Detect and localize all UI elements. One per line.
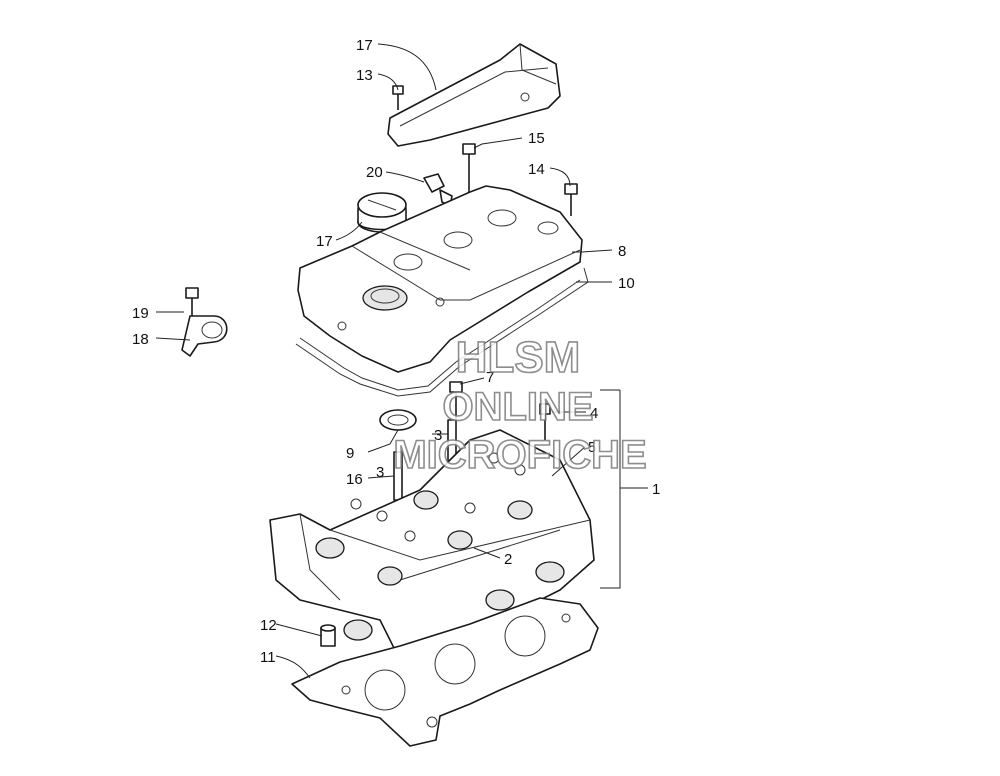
part-6-bolt (449, 381, 463, 420)
part-8-dowel-sleeve (320, 624, 336, 647)
watermark-line-2: ONLINE (442, 385, 593, 429)
part-18-clamp (181, 315, 228, 357)
callout-14: 15 (528, 130, 545, 147)
callout-7: 11 (260, 649, 276, 666)
callout-18: 18 (132, 331, 149, 348)
part-14-bolt (462, 143, 476, 196)
part-7-head-gasket (291, 597, 599, 747)
callout-13: 14 (528, 161, 545, 178)
callout-11: 10 (618, 275, 635, 292)
callout-6: 7 (486, 369, 494, 386)
callout-19: 19 (132, 305, 149, 322)
part-10-seal (379, 409, 417, 431)
leader-lines (155, 43, 648, 679)
callout-15: 16 (346, 471, 363, 488)
callout-9: 8 (618, 243, 626, 260)
callout-3a: 3 (434, 427, 442, 444)
part-19-bolt (185, 287, 199, 316)
callout-3b: 3 (376, 464, 384, 481)
callout-5: 5 (588, 439, 596, 456)
callout-4: 4 (590, 405, 598, 422)
watermark-line-1: HLSM (456, 333, 581, 382)
callout-1: 1 (652, 481, 660, 498)
watermark: HLSM ONLINE MICROFICHE (393, 332, 648, 478)
callout-12: 13 (356, 67, 373, 84)
callout-16: 17 (316, 233, 333, 250)
callout-17: 17 (356, 37, 373, 54)
part-17-cover-trim (387, 43, 561, 147)
part-11-cover-gasket (295, 267, 589, 397)
callout-8: 12 (260, 617, 277, 634)
callout-2: 2 (504, 551, 512, 568)
part-13-bolt (564, 183, 578, 216)
callout-10: 9 (346, 445, 354, 462)
part-9-valve-cover (297, 185, 583, 373)
watermark-line-3: MICROFICHE (393, 433, 646, 477)
part-4-bolt (539, 403, 551, 440)
callout-20: 20 (366, 164, 383, 181)
callout-labels: 17 13 15 14 20 17 8 10 19 18 7 4 5 9 16 … (132, 37, 660, 666)
